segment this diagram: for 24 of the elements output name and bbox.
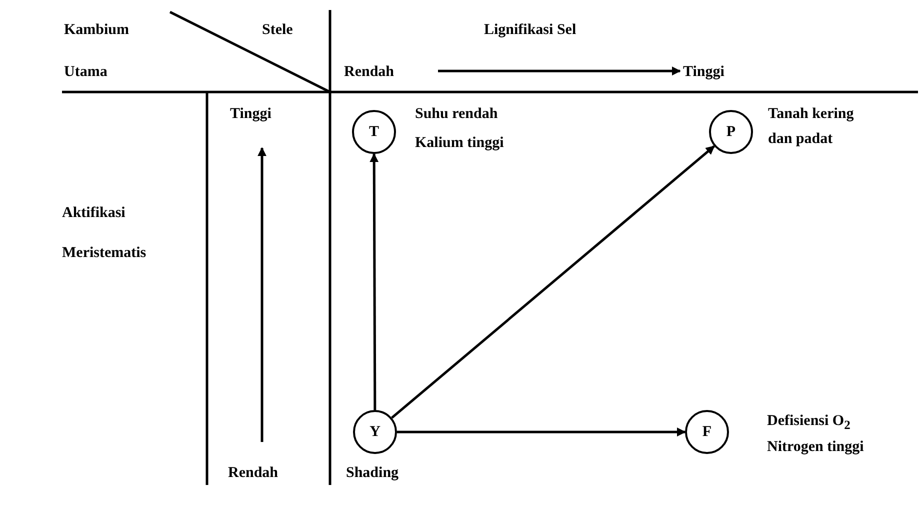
arrow: [370, 153, 379, 410]
axis-label: Rendah: [344, 63, 394, 81]
factor-label: Shading: [346, 464, 399, 482]
axis-label: Meristematis: [62, 244, 146, 262]
letter-circle: F: [685, 410, 729, 454]
axis-label: Utama: [64, 63, 108, 81]
letter-circle: P: [709, 110, 753, 154]
factor-label: Nitrogen tinggi: [767, 438, 864, 456]
axis-label: Stele: [262, 21, 293, 39]
axis-label: Rendah: [228, 464, 278, 482]
arrow: [397, 428, 686, 436]
letter-circle: T: [352, 110, 396, 154]
factor-label: Defisiensi O$_{2}$: [767, 412, 850, 434]
axis-label: Tinggi: [230, 105, 272, 123]
letter-circle: Y: [353, 410, 397, 454]
factor-label: Kalium tinggi: [415, 134, 504, 152]
factor-label: dan padat: [768, 130, 833, 148]
axis-label: Kambium: [64, 21, 130, 39]
arrow: [391, 145, 715, 419]
axis-label: Lignifikasi Sel: [484, 21, 576, 39]
axis-label: Tinggi: [683, 63, 724, 81]
factor-label: Tanah kering: [768, 105, 854, 123]
axis-label: Aktifikasi: [62, 204, 126, 222]
factor-label: Suhu rendah: [415, 105, 498, 123]
